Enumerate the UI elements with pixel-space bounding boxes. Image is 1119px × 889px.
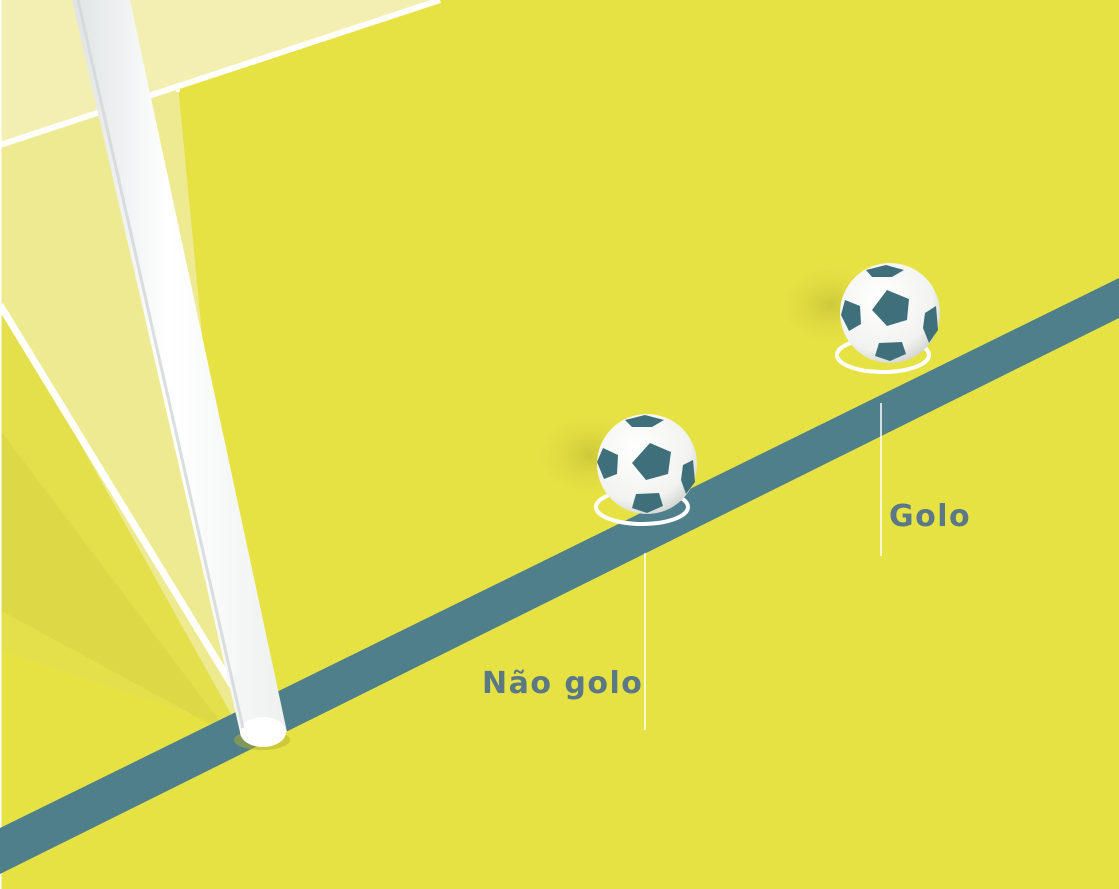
label-not-goal: Não golo <box>482 666 643 701</box>
soccer-ball-icon <box>840 263 940 363</box>
soccer-ball-icon <box>597 414 697 514</box>
label-goal: Golo <box>889 499 971 534</box>
